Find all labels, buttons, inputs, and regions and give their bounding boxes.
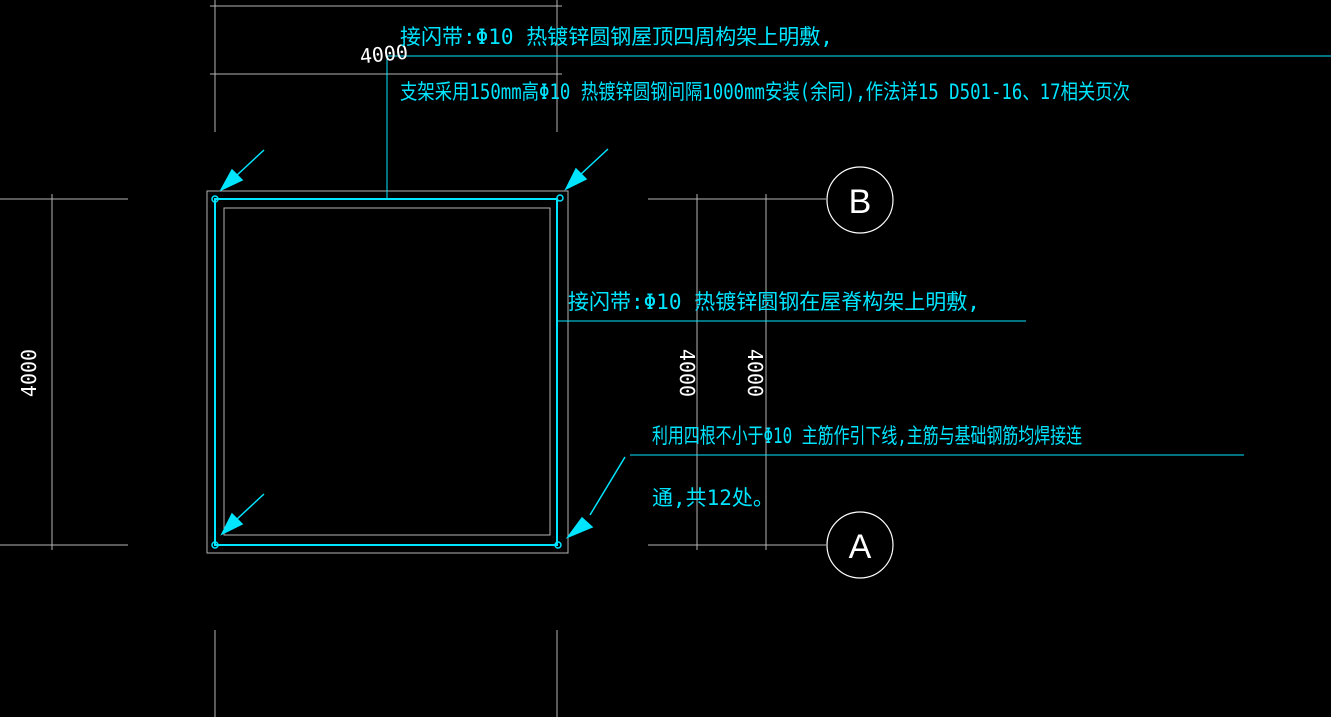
dimension-text-top: 4000	[359, 40, 409, 69]
dimension-text-left: 4000	[17, 349, 41, 397]
axis-label-a: A	[849, 528, 872, 566]
note-down-conductor-line2: 通,共12处。	[652, 486, 774, 510]
down-conductor-point	[556, 194, 564, 202]
arrow-icon	[220, 512, 244, 536]
leader-lines	[386, 55, 1331, 456]
down-conductor-point	[554, 541, 562, 549]
axis-bubble-b: B	[826, 166, 894, 234]
arrow-icon	[219, 168, 244, 192]
lightning-conductor-perimeter	[214, 198, 558, 546]
arrow-icon	[564, 167, 588, 191]
axis-label-b: B	[849, 183, 872, 221]
note-down-conductor-line1: 利用四根不小于Φ10 主筋作引下线,主筋与基础钢筋均焊接连	[652, 424, 1082, 448]
dimension-lines	[0, 0, 826, 717]
down-conductor-point	[211, 541, 219, 549]
note-roof-perimeter-line2: 支架采用150mm高Φ10 热镀锌圆钢间隔1000mm安装(余同),作法详15 …	[400, 80, 1130, 104]
roof-outline	[206, 190, 569, 554]
down-conductor-points	[211, 194, 564, 549]
down-conductor-point	[211, 195, 219, 203]
axis-bubble-a: A	[826, 511, 894, 579]
corner-arrows	[219, 148, 626, 539]
note-ridge: 接闪带:Φ10 热镀锌圆钢在屋脊构架上明敷,	[568, 290, 980, 314]
dimension-text-right-1: 4000	[675, 349, 699, 397]
note-roof-perimeter-line1: 接闪带:Φ10 热镀锌圆钢屋顶四周构架上明敷,	[400, 25, 833, 49]
dimension-text-right-2: 4000	[743, 349, 767, 397]
arrow-icon	[565, 516, 594, 539]
